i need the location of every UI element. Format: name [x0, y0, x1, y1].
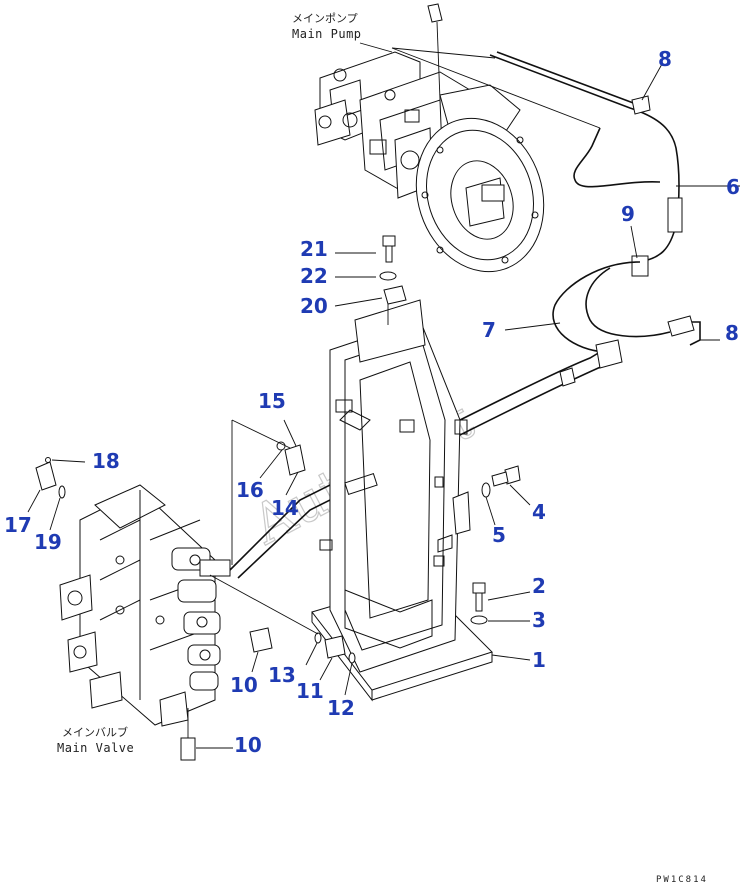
callout-5: 5: [492, 523, 506, 547]
callout-14: 14: [271, 496, 299, 520]
fasteners: [334, 235, 531, 625]
callout-2: 2: [532, 574, 546, 598]
fittings: [27, 419, 356, 696]
callout-12: 12: [327, 696, 355, 720]
callout-6: 6: [726, 175, 740, 199]
callout-13: 13: [268, 663, 296, 687]
callout-9: 9: [621, 202, 635, 226]
bracket: [311, 298, 531, 702]
valve-label-en: Main Valve: [57, 741, 134, 755]
callout-4: 4: [532, 500, 546, 524]
callout-1: 1: [532, 648, 546, 672]
callout-10-upper: 10: [230, 673, 258, 697]
callout-15: 15: [258, 389, 286, 413]
pump-label-jp: メインポンプ: [292, 12, 358, 25]
callout-17: 17: [4, 513, 32, 537]
callout-22: 22: [300, 264, 328, 288]
callout-8-upper: 8: [658, 47, 672, 71]
callout-10-lower: 10: [234, 733, 262, 757]
callout-3: 3: [532, 608, 546, 632]
main-valve: メインバルブ Main Valve: [57, 419, 291, 761]
callout-20: 20: [300, 294, 328, 318]
callout-11: 11: [296, 679, 324, 703]
main-pump: メインポンプ Main Pump: [292, 3, 601, 273]
callout-7: 7: [482, 318, 496, 342]
callout-21: 21: [300, 237, 328, 261]
pump-label-en: Main Pump: [292, 27, 362, 41]
callout-8-lower: 8: [725, 321, 739, 345]
drawing-code: PW1C814: [656, 875, 708, 885]
callout-19: 19: [34, 530, 62, 554]
callout-16: 16: [236, 478, 264, 502]
valve-label-jp: メインバルブ: [62, 725, 128, 739]
callout-18: 18: [92, 449, 120, 473]
callouts: 8 6 9 7 8 21 22 20 15 16 14 4 5 2 3 1 18…: [4, 47, 740, 757]
